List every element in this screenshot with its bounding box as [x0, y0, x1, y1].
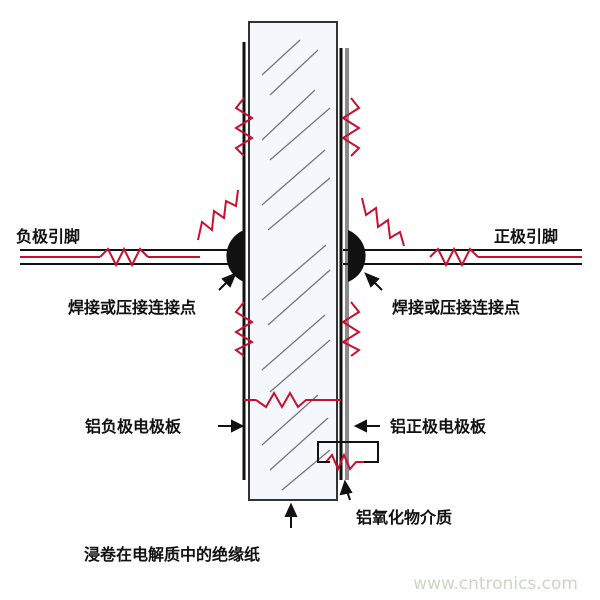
weld-point-left-label: 焊接或压接连接点 [68, 298, 197, 317]
resistor-mid [255, 390, 320, 410]
resistor-neg-upper [234, 97, 254, 157]
weld-point-left [226, 230, 244, 282]
weld-point-right [348, 230, 366, 282]
resistor-neg-lead [99, 246, 149, 268]
resistor-links [20, 256, 582, 401]
positive-lead-label: 正极引脚 [494, 227, 559, 246]
oxide-connection-box [317, 441, 379, 463]
resistor-neg-lower [234, 301, 255, 357]
paper-hatching [261, 39, 331, 491]
negative-lead-label: 负极引脚 [16, 227, 81, 246]
resistor-pos-upper [341, 97, 361, 157]
weld-point-right-label: 焊接或压接连接点 [392, 298, 521, 317]
resistor-neg-weld [197, 189, 239, 241]
resistor-pos-lower [340, 301, 361, 357]
oxide-dielectric-label: 铝氧化物介质 [356, 508, 453, 527]
positive-plate-label: 铝正极电极板 [390, 417, 487, 436]
resistor-oxide-bridge [325, 452, 364, 472]
watermark: www.cntronics.com [413, 574, 578, 594]
insulating-paper [248, 21, 338, 501]
resistor-pos-lead [429, 246, 479, 268]
resistor-pos-weld [361, 197, 405, 247]
resistor-symbols [99, 97, 479, 472]
insulating-paper-label: 浸卷在电解质中的绝缘纸 [84, 545, 261, 564]
negative-plate-label: 铝负极电极板 [85, 417, 182, 436]
pointer-arrows [218, 272, 383, 528]
